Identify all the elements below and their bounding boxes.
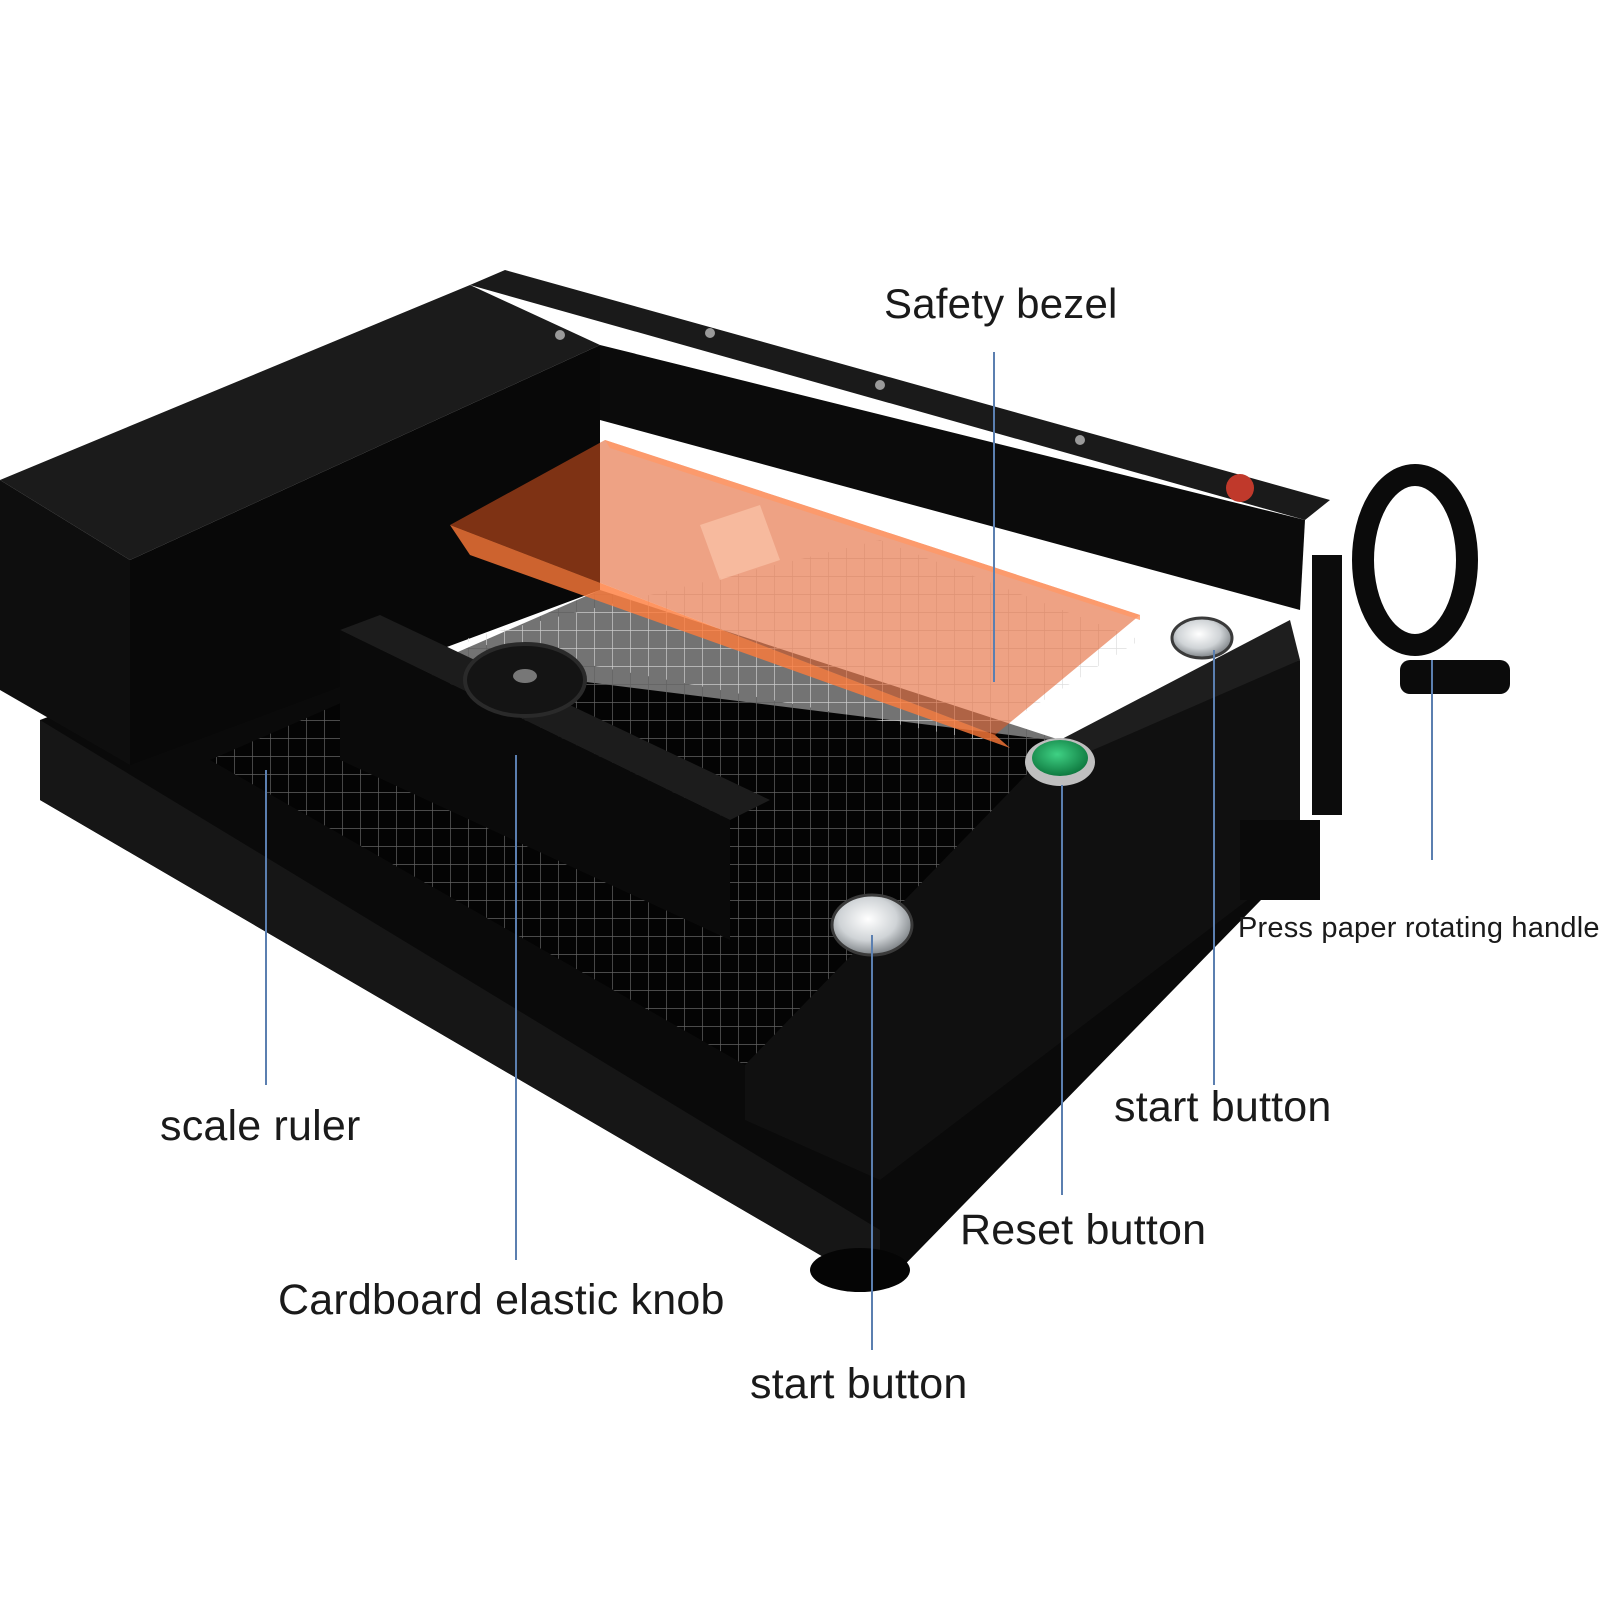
safety-bezel-label: Safety bezel — [884, 280, 1118, 327]
reset-button-label: Reset button — [960, 1206, 1207, 1254]
leader-lines — [265, 352, 1433, 1350]
reset-button-shape — [1025, 738, 1095, 786]
start-button-right-label: start button — [1114, 1083, 1332, 1131]
cardboard-elastic-knob-label: Cardboard elastic knob — [278, 1276, 725, 1324]
press-paper-rotating-handle-label: Press paper rotating handle — [1238, 912, 1600, 944]
rotating-handle — [1240, 464, 1510, 900]
scale-ruler-label: scale ruler — [160, 1102, 361, 1150]
rear-beam — [470, 270, 1330, 610]
start-button-bottom-label: start button — [750, 1360, 968, 1408]
press-bar — [340, 615, 770, 940]
left-housing — [0, 285, 600, 765]
start-button-right-shape — [1170, 616, 1234, 660]
right-front-block — [745, 620, 1300, 1180]
safety-bezel — [450, 440, 1140, 748]
